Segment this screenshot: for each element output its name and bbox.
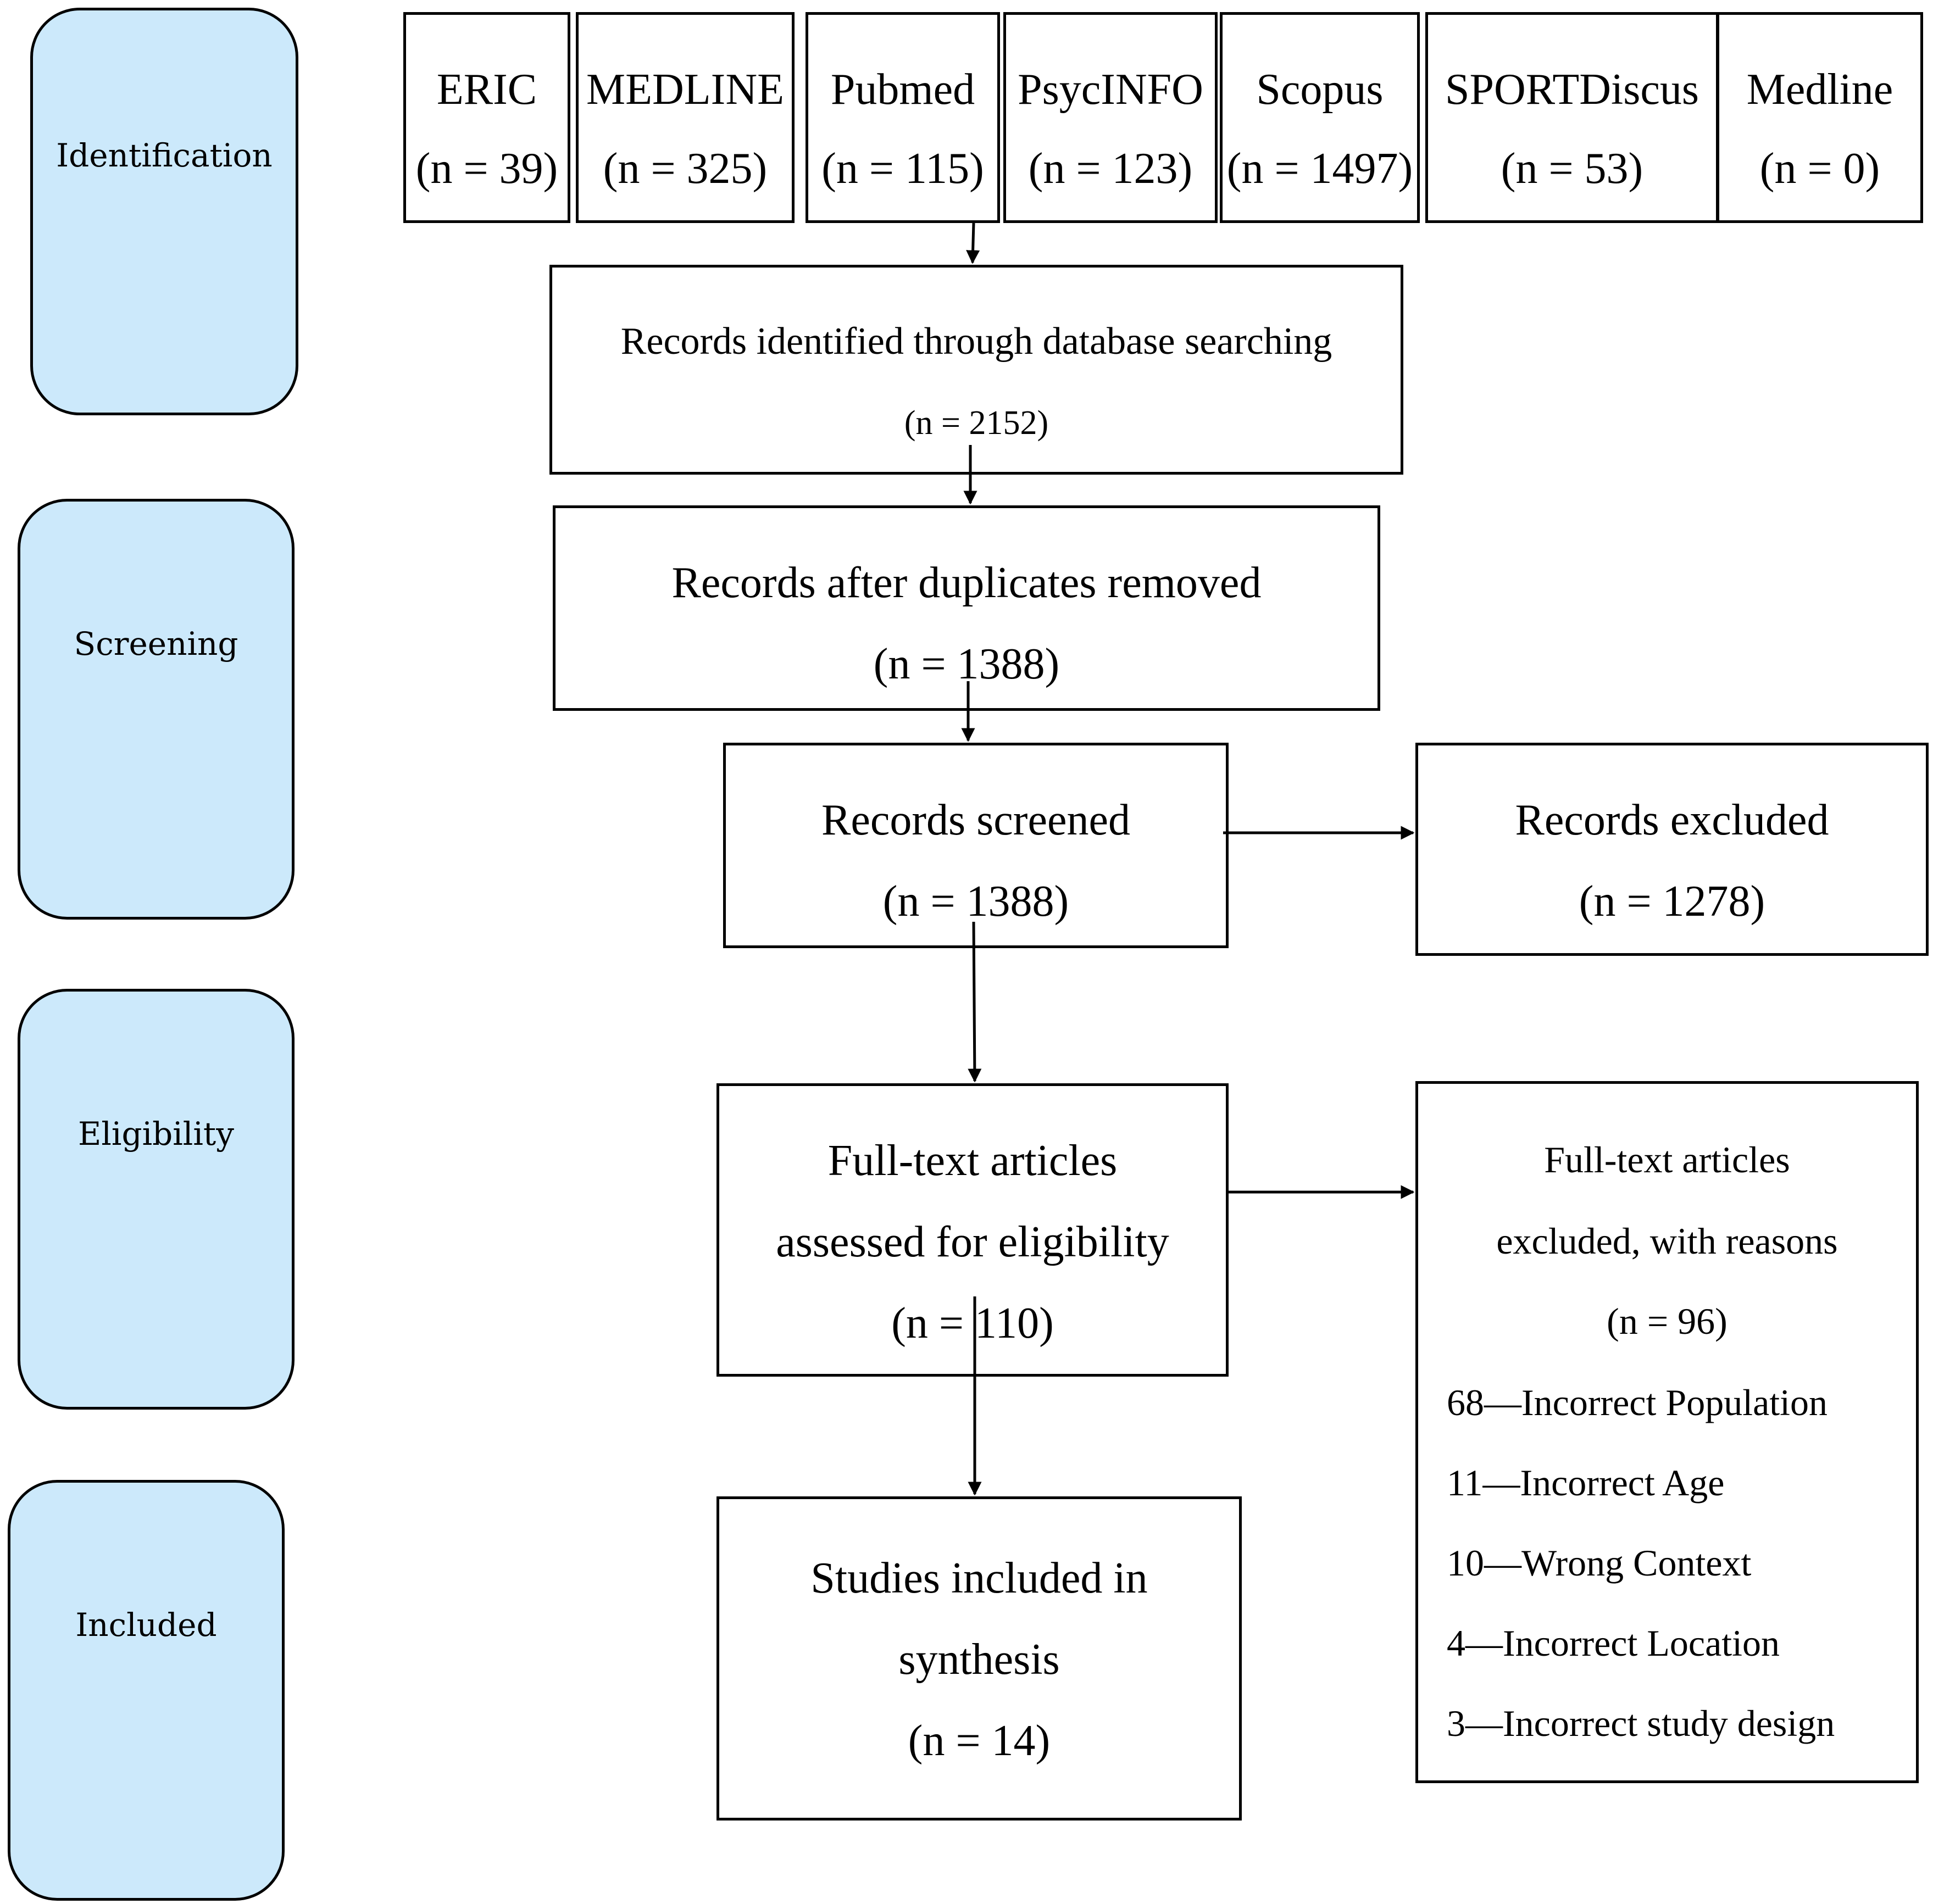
fulltext-excluded-box: Full-text articles excluded, with reason… [1415, 1081, 1919, 1783]
database-count: (n = 123) [1028, 144, 1193, 193]
studies-included-line1: Studies included in [810, 1554, 1148, 1602]
fulltext-excluded-count: (n = 96) [1607, 1300, 1728, 1342]
database-count: (n = 325) [603, 144, 768, 193]
exclusion-reason: 3—Incorrect study design [1447, 1702, 1835, 1744]
stage-included-label: Included [75, 1606, 217, 1644]
records-screened-box: Records screened (n = 1388) [723, 743, 1229, 948]
arrow-databases-to-identified [966, 222, 980, 264]
database-box-psycinfo: PsycINFO (n = 123) [1003, 12, 1218, 223]
deduplicated-box: Records after duplicates removed (n = 13… [553, 505, 1380, 711]
fulltext-assessed-line2: assessed for eligibility [776, 1218, 1169, 1266]
database-box-medline: MEDLINE (n = 325) [576, 12, 795, 223]
database-name: Scopus [1256, 65, 1384, 114]
fulltext-assessed-box: Full-text articles assessed for eligibil… [716, 1083, 1229, 1377]
arrow-screened-to-fulltext [968, 921, 982, 1083]
exclusion-reason: 4—Incorrect Location [1447, 1622, 1780, 1664]
exclusion-reason: 68—Incorrect Population [1447, 1382, 1828, 1423]
database-count: (n = 53) [1501, 144, 1643, 193]
database-name: Pubmed [830, 65, 975, 114]
database-name: Medline [1746, 65, 1893, 114]
fulltext-excluded-line2: excluded, with reasons [1496, 1220, 1838, 1262]
records-screened-count: (n = 1388) [882, 877, 1069, 926]
database-count: (n = 1497) [1226, 144, 1413, 193]
stage-identification: Identification [30, 8, 298, 415]
fulltext-assessed-count: (n = 110) [891, 1299, 1054, 1348]
records-identified-box: Records identified through database sear… [549, 265, 1403, 475]
database-name: SPORTDiscus [1445, 65, 1699, 114]
stage-included: Included [8, 1480, 285, 1901]
database-box-scopus: Scopus (n = 1497) [1220, 12, 1420, 223]
exclusion-reason: 10—Wrong Context [1447, 1542, 1752, 1584]
stage-identification-label: Identification [56, 137, 273, 174]
database-box-sportdiscus: SPORTDiscus (n = 53) [1425, 12, 1719, 223]
studies-included-line2: synthesis [898, 1635, 1060, 1684]
records-excluded-box: Records excluded (n = 1278) [1415, 743, 1929, 956]
database-box-medline-2: Medline (n = 0) [1717, 12, 1923, 223]
database-box-pubmed: Pubmed (n = 115) [806, 12, 1000, 223]
stage-eligibility-label: Eligibility [78, 1115, 234, 1153]
database-count: (n = 0) [1759, 144, 1880, 193]
studies-included-box: Studies included in synthesis (n = 14) [716, 1496, 1242, 1821]
records-identified-label: Records identified through database sear… [620, 320, 1332, 363]
records-excluded-count: (n = 1278) [1579, 877, 1765, 926]
fulltext-assessed-line1: Full-text articles [827, 1137, 1118, 1185]
exclusion-reason: 11—Incorrect Age [1447, 1462, 1725, 1504]
records-identified-count: (n = 2152) [904, 404, 1049, 442]
stage-screening: Screening [18, 499, 295, 920]
deduplicated-label: Records after duplicates removed [671, 559, 1262, 607]
database-box-eric: ERIC (n = 39) [403, 12, 570, 223]
records-excluded-label: Records excluded [1515, 796, 1829, 844]
stage-eligibility: Eligibility [18, 989, 295, 1410]
records-screened-label: Records screened [821, 796, 1130, 844]
database-count: (n = 115) [821, 144, 984, 193]
studies-included-count: (n = 14) [908, 1717, 1051, 1765]
database-name: PsycINFO [1018, 65, 1203, 114]
stage-screening-label: Screening [74, 625, 238, 662]
database-name: MEDLINE [586, 65, 784, 114]
deduplicated-count: (n = 1388) [873, 640, 1060, 688]
database-name: ERIC [436, 65, 537, 114]
database-count: (n = 39) [415, 144, 558, 193]
fulltext-excluded-line1: Full-text articles [1544, 1139, 1790, 1181]
